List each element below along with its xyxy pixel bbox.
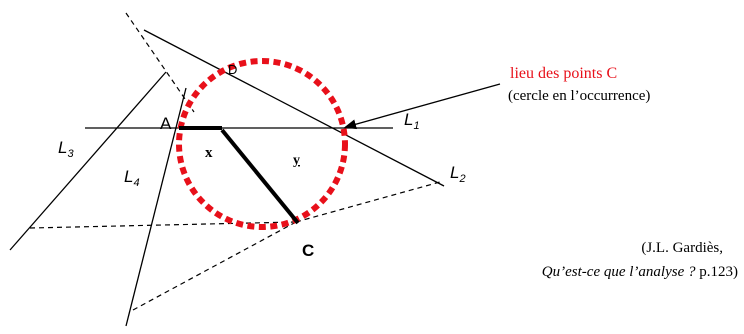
label-L1: L1 <box>404 110 420 132</box>
label-C: C <box>302 241 314 260</box>
dashed-line-lower <box>132 221 297 311</box>
dashed-line-bottom-left <box>29 221 297 229</box>
citation-line2: Qu’est-ce que l’analyse ? p.123) <box>542 264 738 280</box>
dashed-line-bottom-right <box>295 181 441 223</box>
label-y: y <box>293 153 300 168</box>
citation-book-title: Qu’est-ce que l’analyse ? <box>542 264 696 280</box>
label-L3: L3 <box>58 138 74 160</box>
citation-page: p.123) <box>696 264 739 280</box>
line-L4 <box>125 87 187 327</box>
label-A: A <box>160 114 172 133</box>
segment-y <box>220 128 300 225</box>
label-x: x <box>205 145 213 161</box>
locus-circle <box>176 58 348 230</box>
label-D: D <box>228 62 237 77</box>
annotation-title: lieu des points C <box>510 65 617 82</box>
line-L2 <box>143 29 445 187</box>
dashed-line-top <box>125 12 195 113</box>
label-L4: L4 <box>124 167 140 189</box>
line-L3 <box>9 71 167 251</box>
annotation-subtitle: (cercle en l’occurrence) <box>508 88 650 104</box>
citation-line1: (J.L. Gardiès, <box>641 240 723 256</box>
annotation-arrow <box>344 83 501 130</box>
label-L2: L2 <box>450 163 466 185</box>
